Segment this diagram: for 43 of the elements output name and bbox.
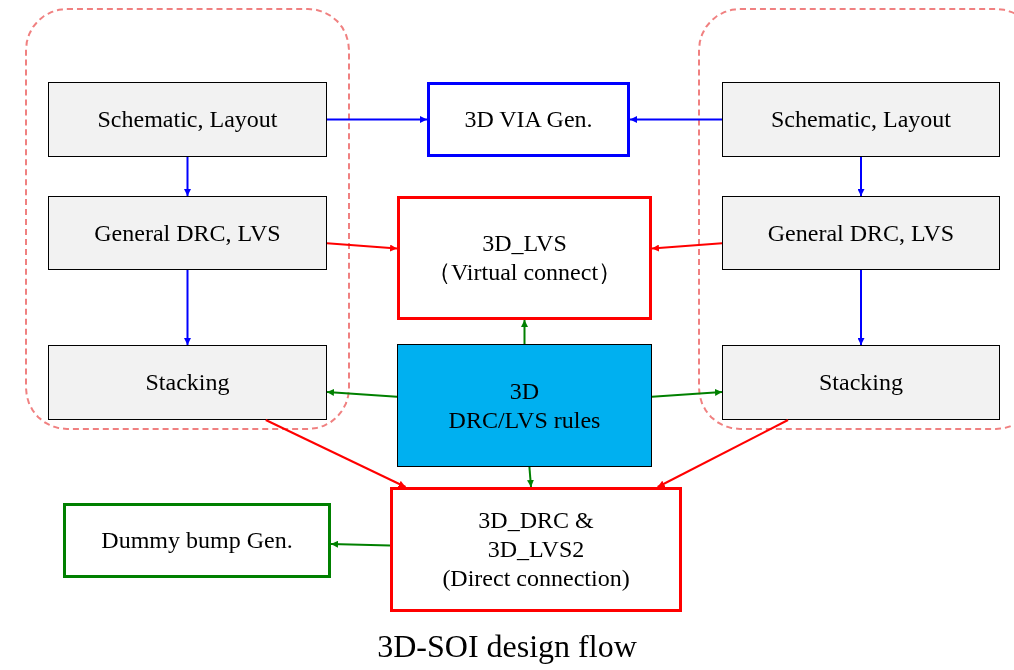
process-box [397,196,652,320]
process-box [63,503,331,578]
arrow [326,116,428,123]
node-label: 3D_LVS [482,229,567,258]
arrow [857,269,865,346]
arrow [857,156,865,197]
process-box [48,196,327,270]
node-label: Stacking [145,368,230,397]
arrow [184,269,191,346]
process-box [427,82,630,157]
caption: 3D-SOI design flow [377,628,637,664]
node-label: General DRC, LVS [767,218,955,248]
dashed-group [698,8,1014,430]
arrow [330,540,391,548]
node-label: Dummy bump Gen. [101,526,293,555]
node-label: （Virtual connect） [426,258,623,287]
arrow [326,389,398,398]
node-label: General DRC, LVS [94,218,281,248]
process-box [722,82,1000,157]
node-label: 3D [509,376,540,406]
node-label: 3D_DRC & 3D_LVS2 [477,506,595,564]
process-box [48,345,327,420]
arrow [651,242,723,252]
node-label: (Direct connection) [442,563,630,593]
process-box [722,196,1000,270]
arrow [264,419,407,488]
arrow [184,156,191,197]
dashed-group [25,8,350,430]
arrow [521,319,528,345]
arrow [656,419,789,488]
arrow [326,242,398,252]
node-label: Schematic, Layout [97,105,278,134]
node-label: Stacking [819,368,903,397]
arrow [651,389,723,398]
process-box [390,487,682,612]
rules-box [397,344,652,467]
process-box [48,82,327,157]
node-label: Schematic, Layout [771,105,951,134]
node-label: 3D VIA Gen. [464,105,593,134]
node-label: DRC/LVS rules [448,405,601,435]
process-box [722,345,1000,420]
arrow [526,466,534,488]
arrow [629,116,723,123]
